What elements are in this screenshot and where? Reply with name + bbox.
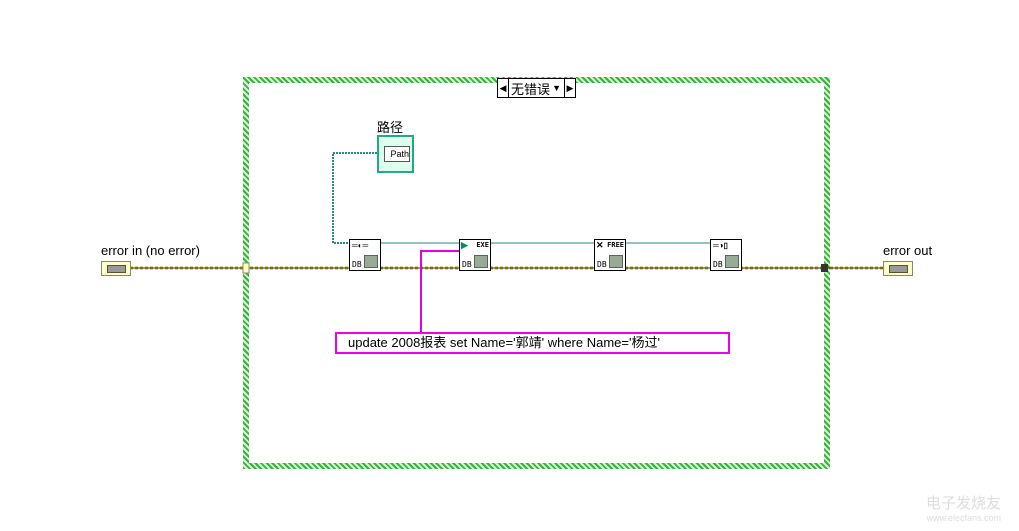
db-execute-query-node[interactable]: ▶ EXE DB [459,239,491,271]
connect-icon: ═◐═ [352,241,369,250]
error-tunnel-out [821,264,828,272]
dropdown-icon[interactable]: ▼ [552,83,561,93]
free-label: FREE [607,241,624,249]
error-tunnel-in [242,262,250,274]
db-close-connection-node[interactable]: ═◑▯ DB [710,239,742,271]
run-arrow-icon: ▶ [461,240,468,250]
db-label: DB [352,260,362,269]
error-out-terminal[interactable] [883,261,913,276]
db-label: DB [462,260,472,269]
disconnect-icon: ═◑▯ [713,241,728,250]
case-selector[interactable]: ◀ 无错误 ▼ ▶ [497,78,576,98]
db-label: DB [713,260,723,269]
error-in-label: error in (no error) [101,243,200,258]
table-icon [609,255,623,268]
table-icon [474,255,488,268]
error-out-label: error out [883,243,933,258]
case-selector-label: 无错误 [511,81,551,97]
table-icon [364,255,378,268]
decrement-arrow-icon[interactable]: ◀ [498,79,509,97]
table-icon [725,255,739,268]
case-structure[interactable] [243,77,830,469]
path-text: Path [384,146,410,162]
watermark-url: www.elecfans.com [926,513,1001,523]
sql-string-constant[interactable]: update 2008报表 set Name='郭靖' where Name='… [335,332,730,354]
db-free-object-node[interactable]: ✕FREE DB [594,239,626,271]
error-in-terminal[interactable] [101,261,131,276]
close-x-icon: ✕ [596,240,604,250]
path-wire [332,152,377,244]
path-label: 路径 [377,120,404,135]
watermark-title: 电子发烧友 [925,495,1001,512]
path-control[interactable]: Path [377,135,414,173]
exe-label: EXE [476,241,489,249]
string-wire [420,250,459,332]
db-open-connection-node[interactable]: ═◐═ DB [349,239,381,271]
increment-arrow-icon[interactable]: ▶ [564,79,575,97]
db-label: DB [597,260,607,269]
